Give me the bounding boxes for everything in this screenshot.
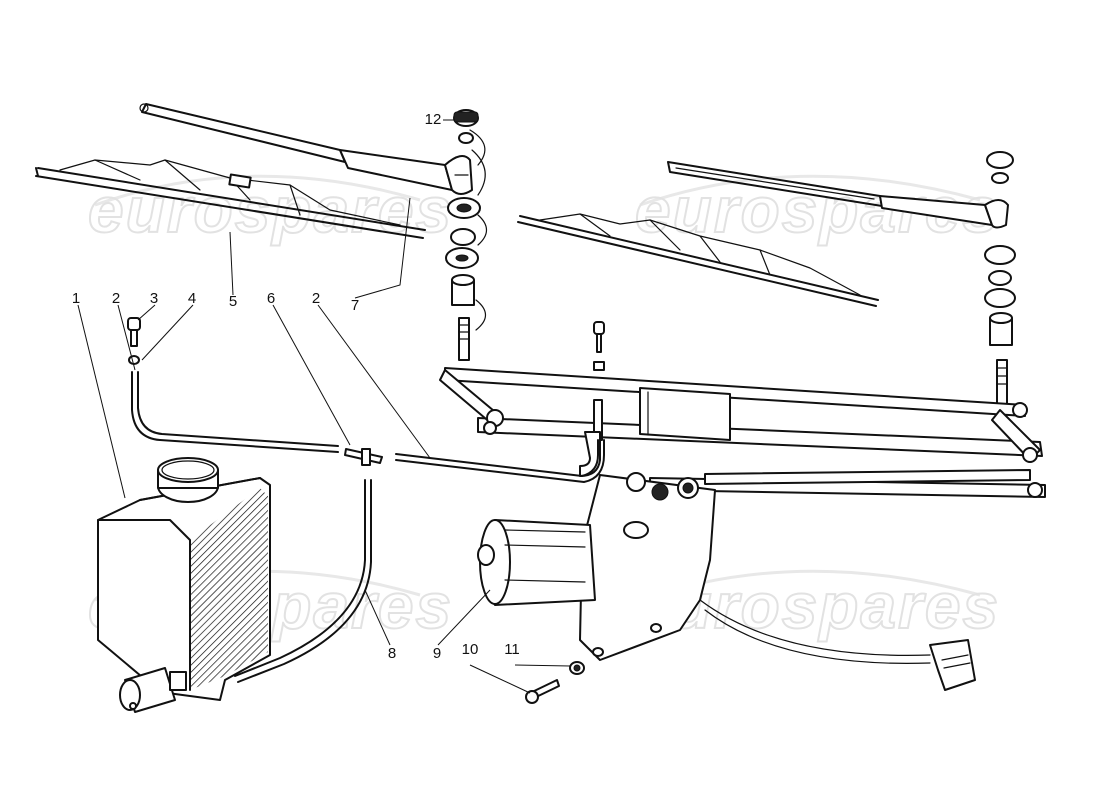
right-wiper-blade (517, 213, 879, 307)
watermark-swoosh (639, 174, 981, 207)
bolt-and-nut (525, 661, 585, 704)
wiper-linkage-frame (439, 367, 1046, 498)
callout-2: 2 (112, 290, 120, 307)
right-wiper-arm (667, 161, 1009, 229)
washer-reservoir (97, 457, 271, 713)
left-wiper-arm (139, 103, 486, 196)
callout-12: 12 (425, 111, 442, 128)
callout-2-right: 2 (312, 290, 320, 307)
callout-5: 5 (229, 293, 237, 310)
callout-8: 8 (388, 645, 396, 662)
callout-1: 1 (72, 290, 80, 307)
callout-11: 11 (504, 641, 520, 658)
wiper-motor-assembly (477, 472, 976, 691)
callout-9: 9 (433, 645, 441, 662)
left-wiper-blade (35, 159, 426, 239)
callout-leaders (77, 119, 571, 694)
callout-labels: 1 2 3 4 5 6 2 7 8 9 10 11 12 (72, 111, 520, 662)
callout-4: 4 (188, 290, 196, 307)
left-spindle-stack (445, 109, 488, 361)
callout-10: 10 (462, 641, 479, 658)
right-spindle-stack (984, 151, 1016, 406)
callout-6: 6 (267, 290, 275, 307)
callout-3: 3 (150, 290, 158, 307)
callout-7: 7 (351, 297, 359, 314)
center-washer-nozzle (593, 321, 605, 371)
